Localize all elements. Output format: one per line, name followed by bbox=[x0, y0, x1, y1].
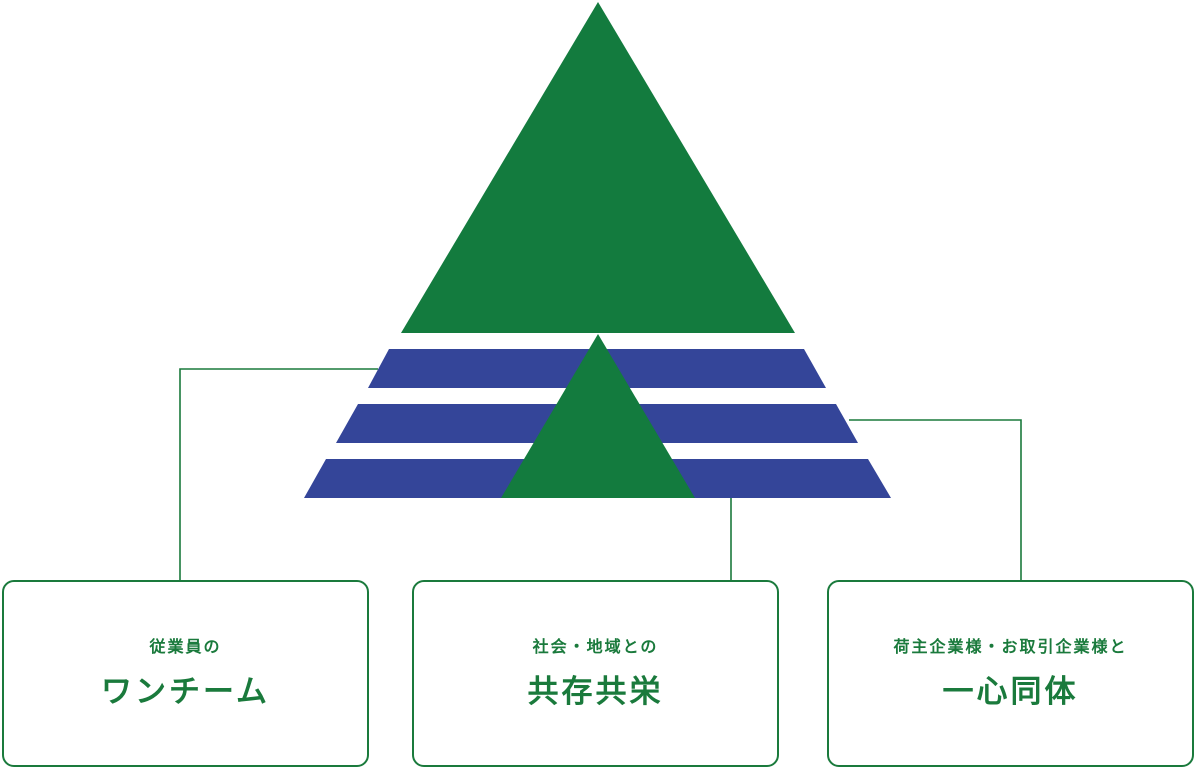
card-clients-title: 一心同体 bbox=[942, 674, 1079, 710]
connector-line-right bbox=[849, 419, 1022, 580]
connector-line-left bbox=[179, 368, 378, 580]
card-clients: 荷主企業様・お取引企業様と 一心同体 bbox=[827, 580, 1194, 767]
card-community: 社会・地域との 共存共栄 bbox=[412, 580, 779, 767]
card-employees-title: ワンチーム bbox=[100, 674, 271, 710]
card-community-subtitle: 社会・地域との bbox=[532, 637, 659, 656]
top-triangle bbox=[401, 2, 795, 333]
card-community-title: 共存共栄 bbox=[527, 674, 664, 710]
card-employees: 従業員の ワンチーム bbox=[2, 580, 369, 767]
card-employees-subtitle: 従業員の bbox=[149, 637, 222, 656]
card-clients-subtitle: 荷主企業様・お取引企業様と bbox=[893, 637, 1128, 656]
bottom-triangle bbox=[501, 334, 695, 498]
